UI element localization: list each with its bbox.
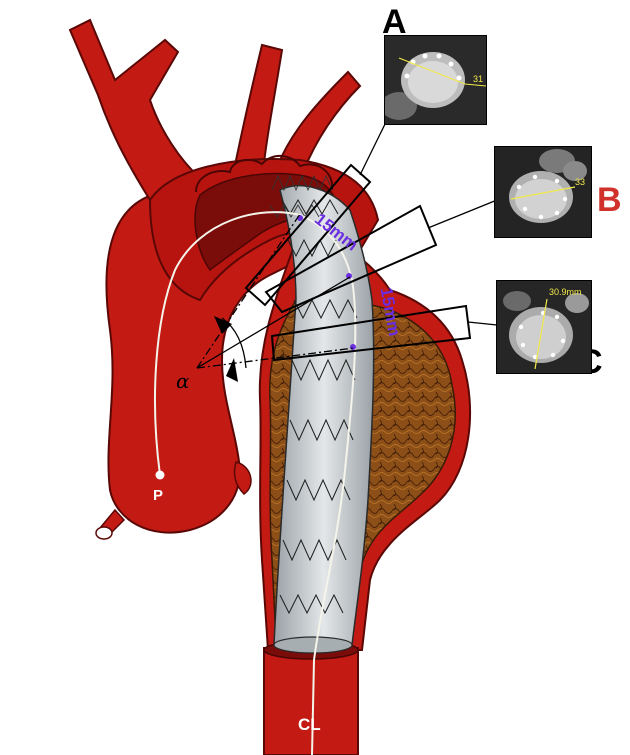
coronary-ostium bbox=[96, 527, 112, 539]
panel-label-b: B bbox=[597, 183, 622, 217]
stent-graft-distal-end bbox=[274, 637, 352, 653]
angle-label: α bbox=[176, 369, 190, 393]
distal-aorta bbox=[264, 648, 358, 755]
ct-inset-a: 31 bbox=[384, 35, 487, 125]
proximal-point-marker bbox=[156, 471, 165, 480]
ct-inset-c: 30.9mm bbox=[496, 280, 592, 374]
angle-arrow-lower bbox=[226, 358, 238, 382]
ct-measurement-c: 30.9mm bbox=[549, 287, 582, 297]
brachiocephalic-trunk bbox=[70, 20, 200, 200]
panel-label-a: A bbox=[382, 5, 407, 39]
proximal-point-label: P bbox=[153, 487, 163, 504]
centerline-label: CL bbox=[298, 715, 321, 734]
measurement-point-c bbox=[350, 344, 356, 350]
ct-measurement-b: 33 bbox=[575, 177, 585, 187]
ct-inset-b: 33 bbox=[494, 146, 592, 238]
ct-measurement-a: 31 bbox=[473, 74, 483, 84]
left-subclavian-artery bbox=[278, 72, 360, 170]
